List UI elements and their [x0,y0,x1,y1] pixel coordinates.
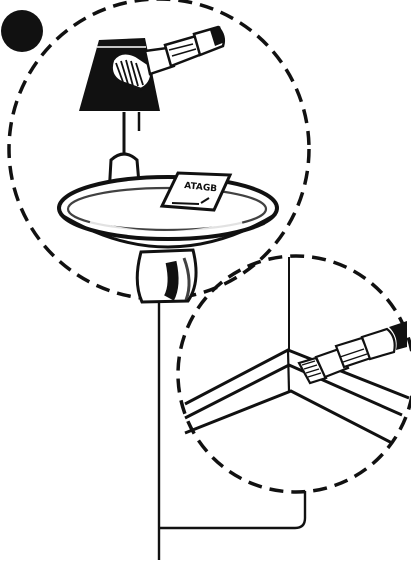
baseboard-bottom-edge [184,389,393,445]
lower-callout-circle [176,254,411,494]
upper-callout-circle [7,0,311,301]
connector-line-right [159,491,307,530]
card-icon [159,171,233,212]
card-label: ATAGB [184,181,218,194]
table-pedestal [135,248,198,304]
step-marker-icon [1,10,43,52]
